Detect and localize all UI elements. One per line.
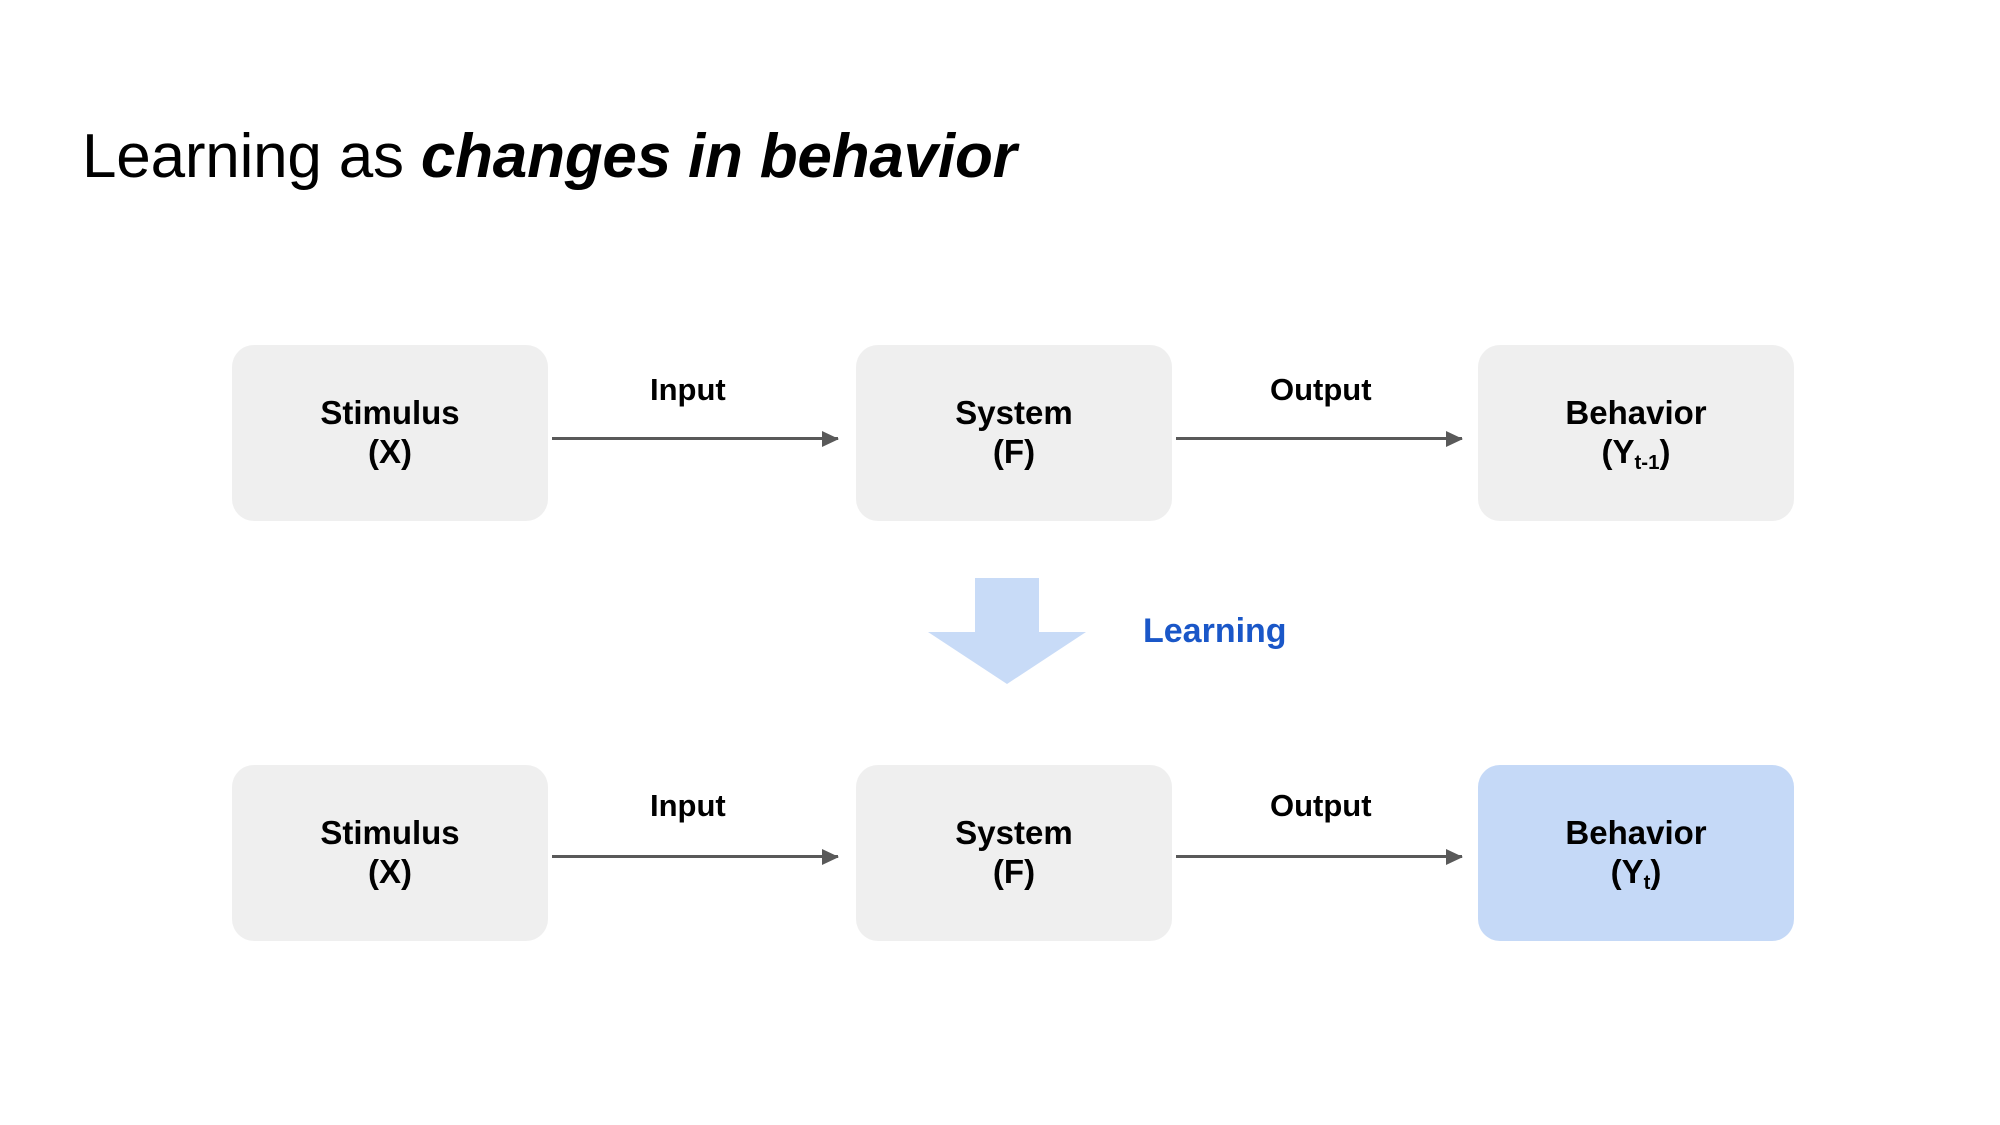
connector-label-output-before: Output	[1270, 372, 1372, 407]
node-label-line2: (X)	[368, 433, 412, 470]
node-stimulus-before[interactable]: Stimulus (X)	[232, 345, 548, 521]
node-label-suffix: )	[1659, 433, 1671, 470]
connector-label-input-after: Input	[650, 788, 726, 823]
node-label-line1: Stimulus	[320, 814, 460, 852]
node-label-line2: (Yt)	[1610, 853, 1662, 895]
connector-label-input-before: Input	[650, 372, 726, 407]
node-label-line2: (F)	[992, 433, 1036, 470]
node-system-before[interactable]: System (F)	[856, 345, 1172, 521]
node-label-subscript: t-1	[1634, 451, 1660, 475]
title-emphasis-text: changes in behavior	[420, 122, 1017, 191]
connector-arrow-stimulus-to-system-before	[552, 437, 838, 440]
connector-arrow-system-to-behavior-before	[1176, 437, 1462, 440]
node-label-line2: (F)	[992, 853, 1036, 890]
connector-arrow-stimulus-to-system-after	[552, 855, 838, 858]
node-label-line1: Behavior	[1565, 394, 1707, 432]
node-label-prefix: (Y	[1610, 853, 1644, 890]
node-label-line1: System	[955, 814, 1073, 852]
node-system-after[interactable]: System (F)	[856, 765, 1172, 941]
node-label-line2: (X)	[368, 853, 412, 890]
node-label-line1: System	[955, 394, 1073, 432]
connector-label-output-after: Output	[1270, 788, 1372, 823]
node-label-line1: Stimulus	[320, 394, 460, 432]
page-title: Learning as changes in behavior	[82, 126, 1017, 188]
node-label-subscript: t	[1643, 871, 1651, 895]
node-stimulus-after[interactable]: Stimulus (X)	[232, 765, 548, 941]
node-label-suffix: )	[1650, 853, 1662, 890]
node-label-line1: Behavior	[1565, 814, 1707, 852]
node-label-prefix: (Y	[1601, 433, 1635, 470]
down-block-arrow-icon	[928, 578, 1086, 684]
title-plain-text: Learning as	[82, 122, 421, 191]
learning-label: Learning	[1143, 612, 1287, 650]
node-behavior-after[interactable]: Behavior (Yt)	[1478, 765, 1794, 941]
connector-arrow-system-to-behavior-after	[1176, 855, 1462, 858]
node-label-line2: (Yt-1)	[1601, 433, 1671, 475]
node-behavior-before[interactable]: Behavior (Yt-1)	[1478, 345, 1794, 521]
